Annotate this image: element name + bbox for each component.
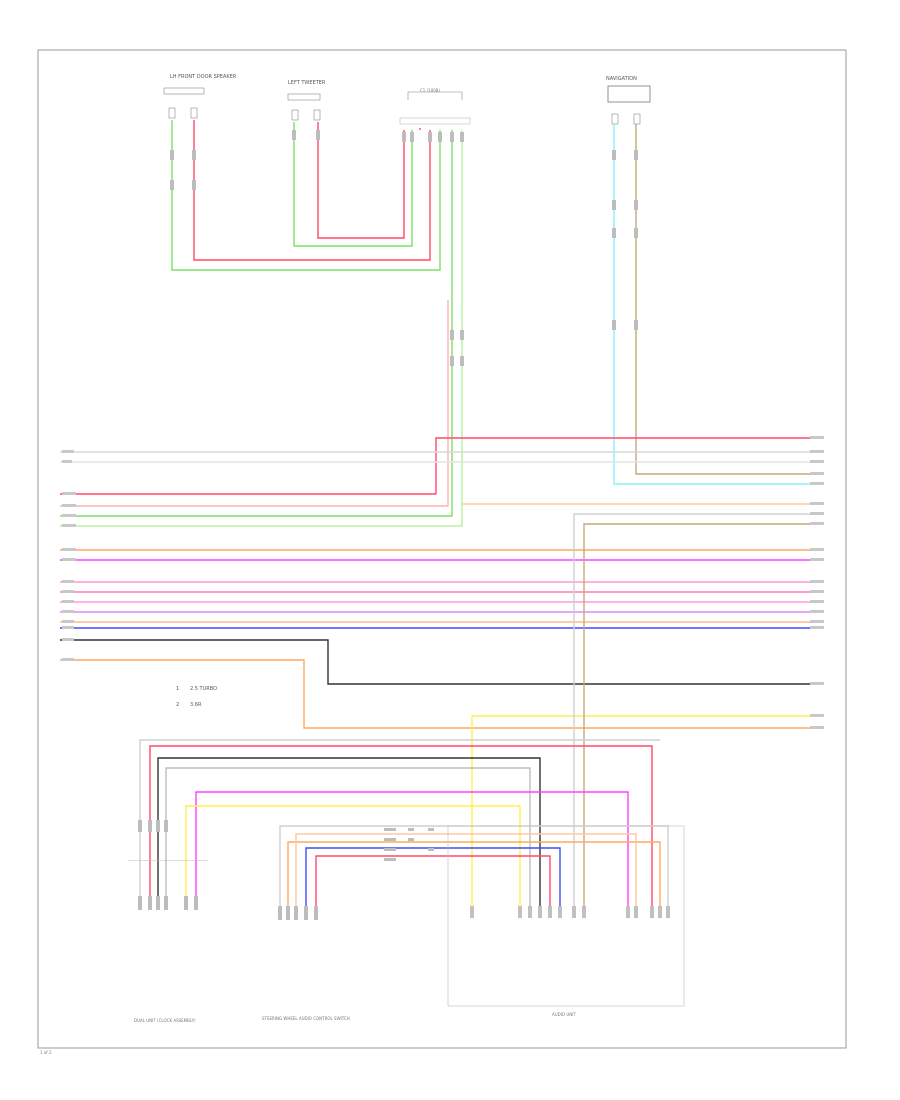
audio-unit: AUDIO UNIT <box>447 825 685 1017</box>
legend-text-2: 3.6R <box>190 702 202 708</box>
steering-switch: STEERING WHEEL AUDIO CONTROL SWITCH <box>262 1016 350 1021</box>
wire-speaker-green <box>171 120 441 271</box>
navigation-unit: NAVIGATION <box>606 76 651 125</box>
dual-unit: DUAL UNIT (CLOCK ASSEMBLY) <box>128 860 208 1023</box>
wire-h-red-top <box>435 437 810 494</box>
navigation-label: NAVIGATION <box>606 76 637 82</box>
wire-h-gray-3 <box>573 513 810 910</box>
top-wires <box>60 120 810 527</box>
inline-connectors <box>170 130 638 366</box>
left-tweeter-label: LEFT TWEETER <box>288 80 326 86</box>
audio-unit-label: AUDIO UNIT <box>552 1012 576 1017</box>
lh-front-door-speaker: LH FRONT DOOR SPEAKER <box>163 74 237 119</box>
wire-b-yellow <box>185 805 521 910</box>
lh-front-door-speaker-label: LH FRONT DOOR SPEAKER <box>170 74 237 80</box>
wire-tweeter-green <box>293 122 413 247</box>
wire-h-yellow <box>471 715 810 910</box>
wire-b-gray-3 <box>279 825 669 910</box>
wire-b-red-2 <box>315 855 551 910</box>
audio-unit-pins <box>470 906 670 918</box>
wire-conn-green-2 <box>60 130 463 527</box>
wire-conn-green-1 <box>60 130 453 517</box>
wire-b-orange <box>287 841 661 910</box>
wire-b-blue <box>305 847 561 910</box>
wire-h-orange-2 <box>60 659 810 729</box>
wire-b-gray-2 <box>165 767 531 910</box>
wire-b-peach <box>295 833 637 910</box>
wire-b-red-outer <box>149 745 653 910</box>
dual-unit-label: DUAL UNIT (CLOCK ASSEMBLY) <box>134 1018 196 1023</box>
bottom-pin-marks <box>138 820 434 920</box>
wire-b-gray-outer <box>139 739 660 910</box>
wire-b-magenta <box>195 791 629 910</box>
harness-wires <box>60 437 810 910</box>
harness-pin-marks <box>62 436 824 729</box>
legend-text-1: 2.5 TURBO <box>190 686 217 692</box>
left-tweeter: LEFT TWEETER <box>287 80 326 121</box>
legend-marker-1: 1 <box>176 686 179 692</box>
bottom-wires <box>139 739 669 910</box>
top-connector: C1 (1008) <box>399 88 471 125</box>
steering-switch-label: STEERING WHEEL AUDIO CONTROL SWITCH <box>262 1016 350 1021</box>
top-connector-label: C1 (1008) <box>420 88 440 93</box>
page-marker: 1 of 2 <box>40 1050 52 1055</box>
wire-tweeter-red <box>317 122 405 239</box>
legend: 1 2.5 TURBO 2 3.6R <box>176 686 217 708</box>
legend-marker-2: 2 <box>176 702 179 708</box>
wire-nav-tan <box>635 124 810 475</box>
wire-speaker-red <box>193 120 431 261</box>
diagram-frame <box>37 49 847 1049</box>
wire-h-black <box>60 639 810 685</box>
wire-h-tan-2 <box>583 523 810 910</box>
wire-conn-pink <box>60 300 449 507</box>
wire-nav-cyan <box>613 124 810 485</box>
